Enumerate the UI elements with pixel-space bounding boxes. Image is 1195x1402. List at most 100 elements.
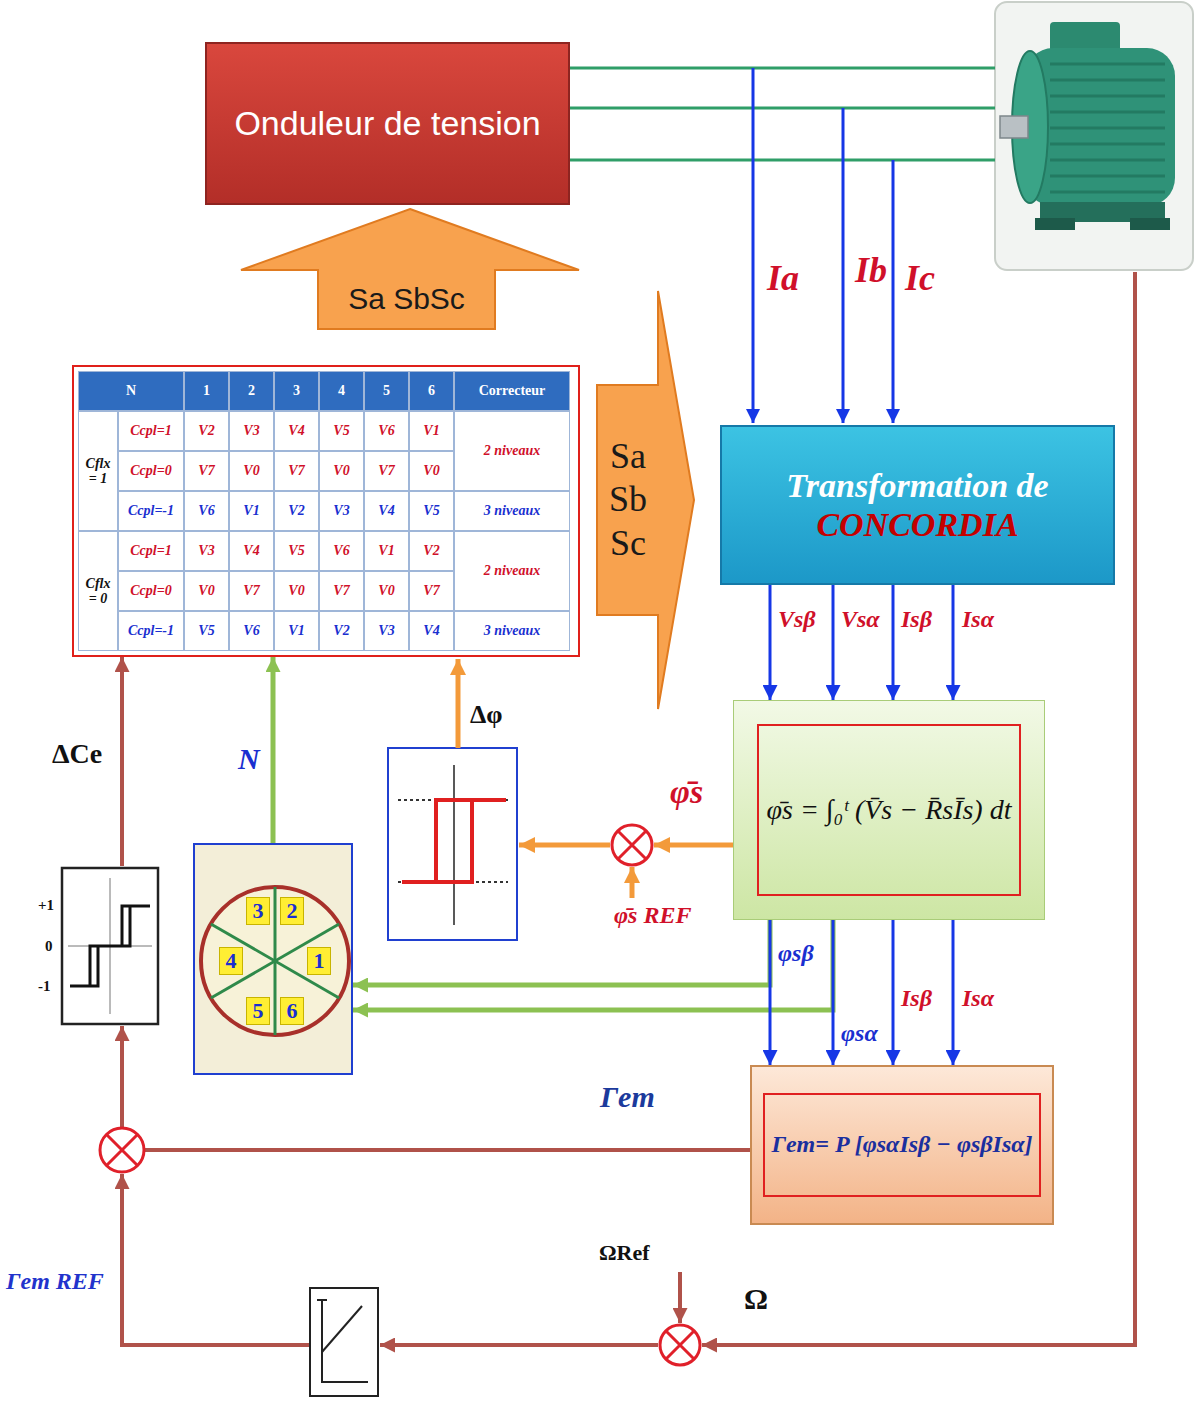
summing-junction	[107, 1135, 137, 1165]
current-sensor-wire	[842, 108, 845, 423]
table-cell: Ccpl=1	[118, 531, 184, 571]
signal-arrow	[769, 920, 772, 1065]
table-cell: V0	[364, 571, 409, 611]
table-cell: V3	[319, 491, 364, 531]
torque-error-arrow	[120, 657, 124, 866]
switch-state-arrow-outline	[597, 291, 694, 709]
sector-number: 5	[246, 997, 270, 1025]
signal-arrow	[769, 585, 772, 700]
signal-label: ΩRef	[597, 1240, 652, 1265]
table-cell: Cflx = 0	[78, 531, 118, 651]
flux-error-wire	[458, 659, 733, 898]
signal-arrow	[952, 585, 955, 700]
torque-hysteresis-comparator: +10-1	[36, 866, 160, 1026]
torque-hysteresis-comparator-outline	[62, 868, 158, 1024]
speed-loop-wire	[122, 272, 1135, 1345]
table-cell: Ccpl=1	[118, 411, 184, 451]
induction-motor	[1050, 22, 1120, 52]
sector-circle: 324156	[193, 843, 353, 1075]
summing-junction	[660, 1325, 700, 1365]
table-cell: 6	[409, 371, 454, 411]
induction-motor	[1050, 64, 1165, 192]
edge-label: N	[236, 742, 262, 777]
sector-arrow	[271, 657, 276, 843]
table-cell: V7	[184, 451, 229, 491]
table-cell: V3	[364, 611, 409, 651]
summing-junction	[618, 831, 646, 859]
torque-hysteresis-comparator-outline	[70, 906, 150, 986]
induction-motor	[1130, 218, 1170, 230]
table-cell: V7	[274, 451, 319, 491]
edge-label: φsα	[839, 1020, 880, 1048]
switch-state-arrow: Sa Sb Sc	[596, 290, 696, 710]
table-cell: V1	[274, 611, 319, 651]
sector-number: 3	[246, 897, 270, 925]
table-cell: V0	[274, 571, 319, 611]
edge-label: Isα	[960, 985, 996, 1013]
torque-hysteresis-comparator-outline	[68, 878, 152, 1014]
table-cell: Ccpl=-1	[118, 491, 184, 531]
flux-hysteresis-comparator	[453, 765, 455, 925]
switch-state-arrow-outline	[241, 209, 579, 329]
flux-hysteresis-comparator	[388, 748, 517, 940]
sector-circle-outline	[211, 924, 339, 998]
speed-loop-wire	[380, 1343, 658, 1347]
table-cell: V1	[409, 411, 454, 451]
sector-number: 1	[307, 947, 331, 975]
switch-signal-label: Sa Sb Sc	[598, 385, 658, 615]
table-cell: 4	[319, 371, 364, 411]
table-cell: V0	[409, 451, 454, 491]
table-cell: N	[78, 371, 184, 411]
signal-arrow	[832, 585, 835, 700]
induction-motor	[995, 2, 1193, 270]
table-cell: V4	[229, 531, 274, 571]
current-sensor-wire	[753, 68, 893, 423]
table-cell: V6	[364, 411, 409, 451]
signal-label: Ib	[853, 250, 889, 291]
table-cell: V7	[364, 451, 409, 491]
table-cell: 3	[274, 371, 319, 411]
torque-estimator-box: Γem= P [φsαIsβ − φsβIsα]	[750, 1065, 1054, 1225]
induction-motor	[1000, 116, 1028, 138]
table-cell: Correcteur	[454, 371, 570, 411]
flux-error-wire	[654, 843, 733, 848]
sector-circle-outline	[201, 887, 349, 1035]
motor-supply-line	[570, 68, 995, 160]
table-cell: Ccpl=-1	[118, 611, 184, 651]
table-cell: Ccpl=0	[118, 451, 184, 491]
inverter-label: Onduleur de tension	[234, 104, 540, 143]
induction-motor	[995, 2, 1193, 270]
flux-hysteresis-comparator	[402, 800, 506, 882]
switch-state-arrow: Sa SbSc	[240, 208, 580, 330]
table-cell: 5	[364, 371, 409, 411]
edge-label: Isβ	[899, 985, 934, 1013]
torque-hysteresis-comparator-outline	[36, 866, 160, 1026]
speed-pi-controller	[322, 1306, 362, 1352]
speed-pi-controller	[310, 1288, 378, 1396]
edge-label: φsβ	[776, 940, 816, 968]
switching-table: N123456CorrecteurCflx = 1Ccpl=1V2V3V4V5V…	[72, 365, 580, 657]
table-cell: V2	[409, 531, 454, 571]
table-cell: V6	[184, 491, 229, 531]
table-cell: V6	[229, 611, 274, 651]
signal-label: Ic	[903, 258, 937, 299]
signal-arrow	[892, 920, 895, 1065]
table-cell: 1	[184, 371, 229, 411]
edge-label: Isα	[960, 606, 996, 634]
table-cell: V0	[319, 451, 364, 491]
table-cell: 2 niveaux	[454, 411, 570, 491]
sector-number: 4	[219, 947, 243, 975]
speed-loop-wire	[122, 1174, 310, 1345]
table-cell: V1	[229, 491, 274, 531]
level-label: 0	[45, 937, 53, 955]
table-cell: V0	[184, 571, 229, 611]
table-cell: Ccpl=0	[118, 571, 184, 611]
motor-supply-line	[570, 159, 995, 162]
transform-label: CONCORDIA	[816, 505, 1018, 544]
speed-pi-controller	[317, 1299, 327, 1301]
speed-pi-controller	[310, 1288, 378, 1396]
table-cell: 3 niveaux	[454, 491, 570, 531]
table-cell: V4	[274, 411, 319, 451]
table-cell: V5	[409, 491, 454, 531]
